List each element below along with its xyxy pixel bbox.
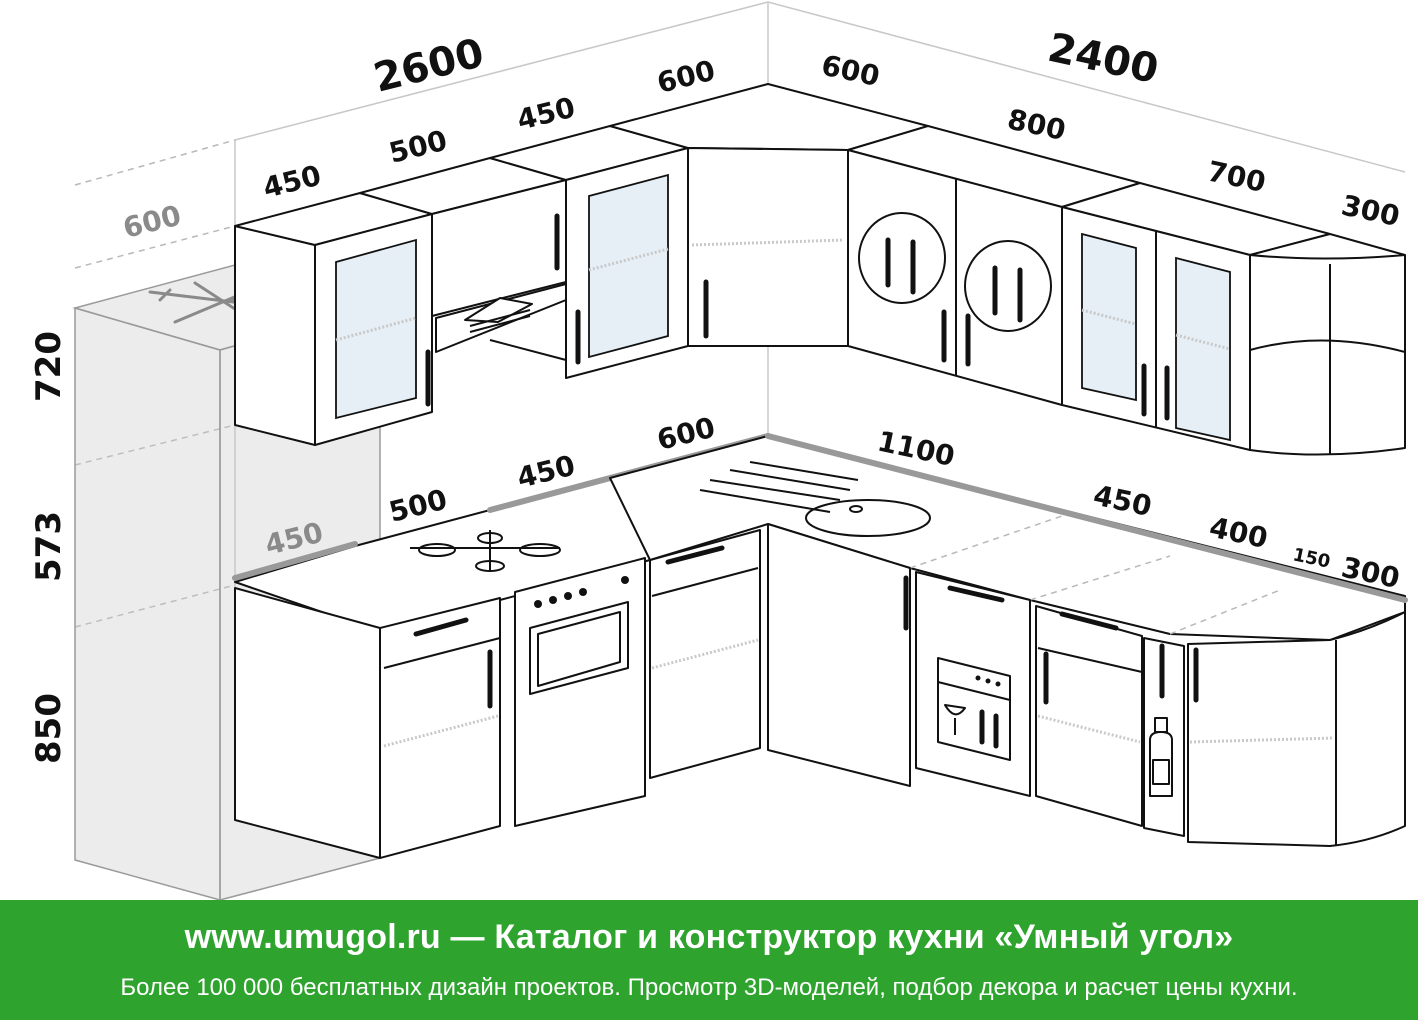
dim-height-base: 850 bbox=[29, 693, 69, 764]
dim-upper-right-2: 800 bbox=[1005, 103, 1069, 147]
dim-base-right-2: 450 bbox=[1091, 479, 1155, 523]
gas-hob-icon bbox=[410, 530, 561, 572]
oven-icon bbox=[514, 557, 646, 827]
upper-cabinets-left bbox=[234, 83, 929, 446]
dim-upper-depth: 600 bbox=[120, 199, 185, 245]
base-cabinets-left bbox=[232, 433, 771, 859]
cutlery-plate-icon bbox=[858, 212, 1052, 332]
banner-subtitle: Более 100 000 бесплатных дизайн проектов… bbox=[120, 974, 1298, 1001]
upper-cabinets-right bbox=[847, 125, 1406, 456]
dim-base-left-2: 500 bbox=[386, 483, 451, 529]
banner-title[interactable]: www.umugol.ru — Каталог и конструктор ку… bbox=[184, 918, 1234, 956]
dim-height-gap: 573 bbox=[29, 511, 69, 582]
dishwasher-icon bbox=[937, 657, 1011, 761]
dim-upper-right-3: 700 bbox=[1205, 155, 1269, 199]
dim-top-left-total: 2600 bbox=[369, 30, 488, 102]
promo-banner: www.umugol.ru — Каталог и конструктор ку… bbox=[0, 900, 1418, 1020]
dim-upper-left-2: 500 bbox=[386, 124, 451, 170]
dim-height-upper: 720 bbox=[29, 331, 69, 402]
dim-upper-left-3: 450 bbox=[514, 91, 579, 137]
kitchen-diagram: 2600 2400 450 500 450 600 600 800 700 30… bbox=[29, 1, 1408, 900]
dim-upper-left-4: 600 bbox=[654, 54, 719, 100]
dim-upper-right-1: 600 bbox=[819, 49, 883, 93]
bottle-icon bbox=[1149, 717, 1173, 797]
dim-upper-left-1: 450 bbox=[260, 159, 325, 205]
dim-top-right-total: 2400 bbox=[1044, 25, 1162, 93]
dim-upper-right-4: 300 bbox=[1339, 189, 1403, 233]
sink-icon bbox=[699, 461, 931, 537]
base-cabinets-right bbox=[609, 433, 1408, 847]
